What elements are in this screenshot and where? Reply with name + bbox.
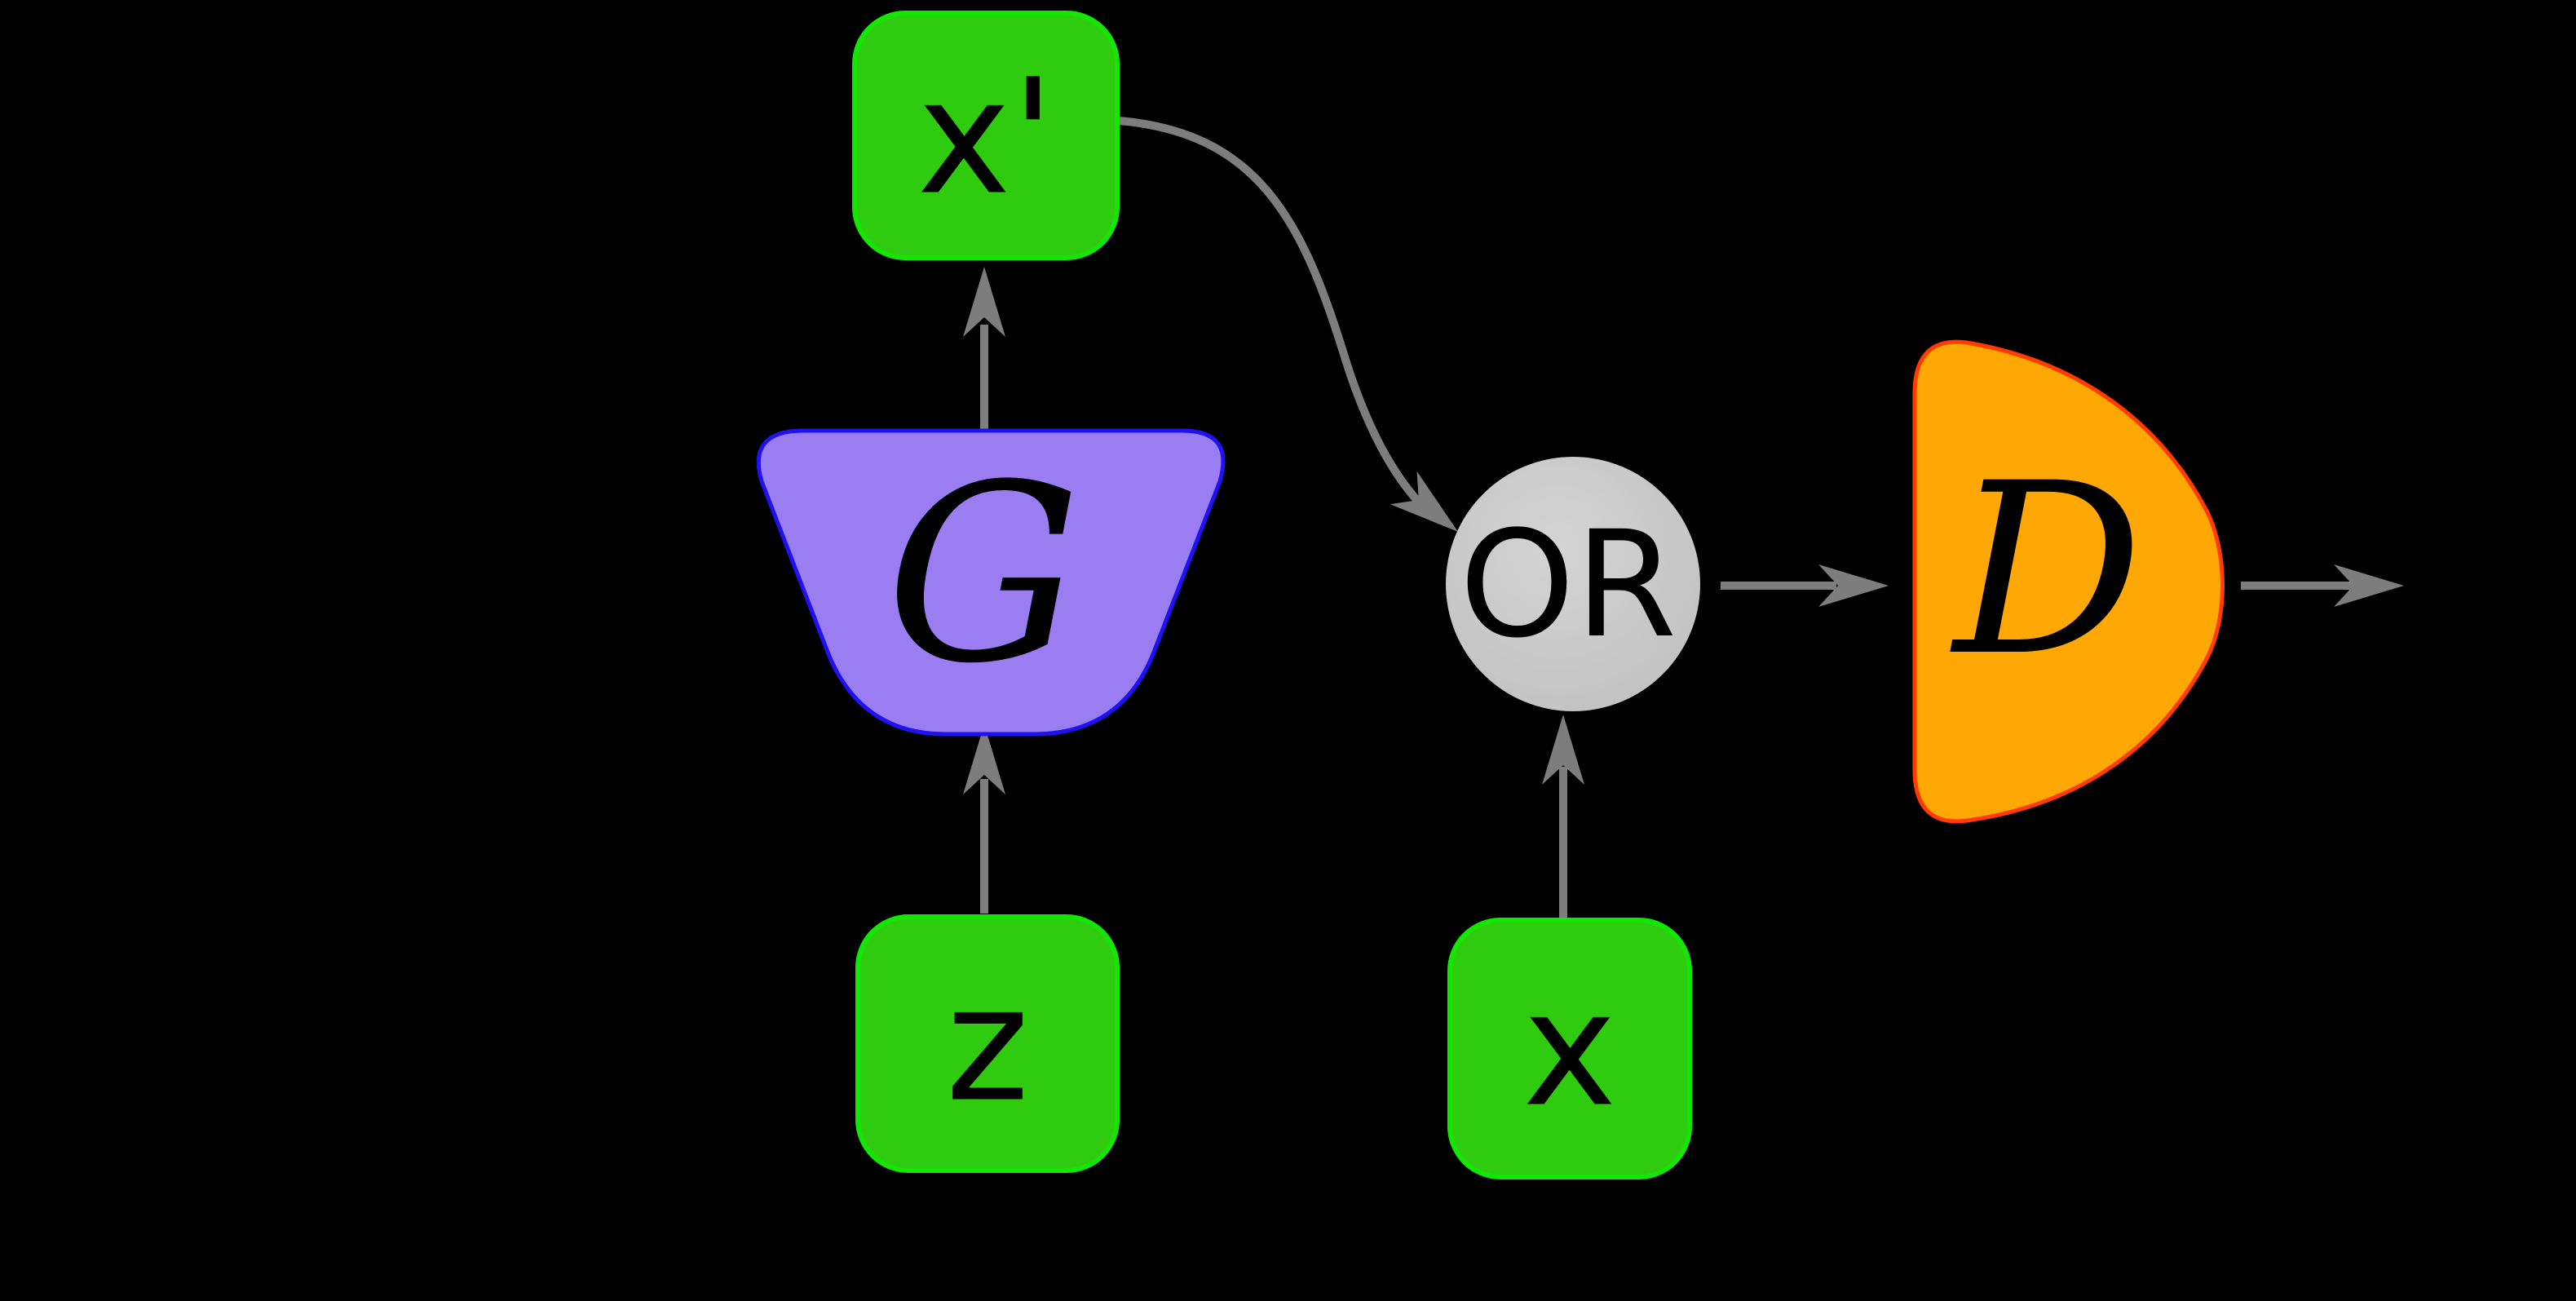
z-node [855,914,1120,1173]
z-to-generator-arrowhead [963,724,1005,794]
xprime-to-or-arrowhead [1390,471,1458,532]
discriminator-label: D [1953,433,2144,708]
generator-label: G [886,432,1081,717]
or-label: OR [1459,500,1677,670]
xprime-node [852,11,1120,260]
x-node [1447,918,1692,1179]
or-to-discriminator-arrowhead [1818,564,1889,607]
x-to-or-arrowhead [1542,715,1584,785]
xprime-label: x' [917,44,1055,230]
generator-to-xprime-arrowhead [963,267,1005,337]
generator-node [756,428,1226,737]
z-label: z [945,951,1030,1137]
x-label: x [1522,956,1617,1142]
xprime-to-or-curved-arrow-shaft [1118,117,1437,520]
discriminator-node [1912,339,2225,824]
or-node [1446,457,1700,711]
arrow-layer [963,117,2404,918]
discriminator-output-arrowhead [2334,564,2404,607]
